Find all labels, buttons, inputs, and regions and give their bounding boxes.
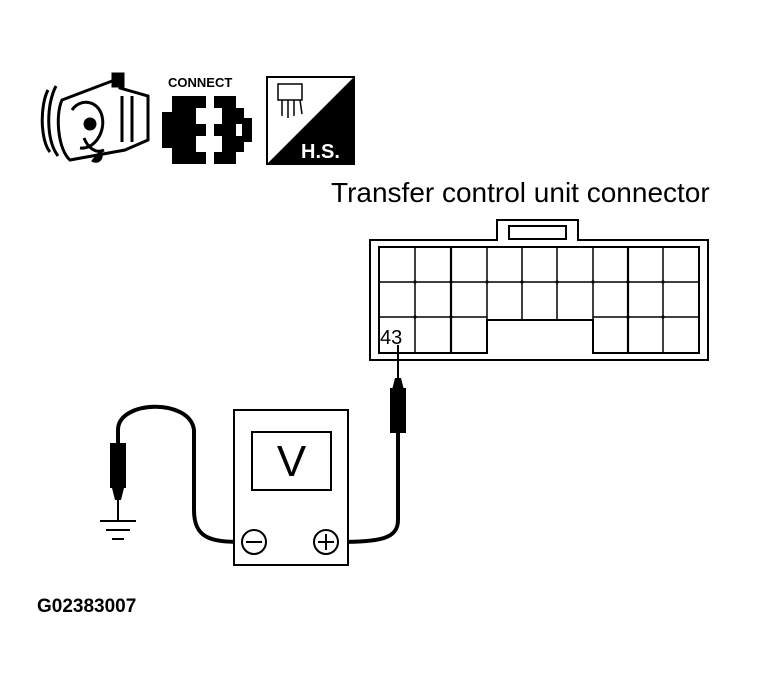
positive-probe <box>390 345 406 445</box>
ground-symbol <box>100 520 136 540</box>
connector-pin-grid <box>379 247 699 353</box>
hs-label: H.S. <box>301 141 340 163</box>
voltmeter-display <box>251 431 332 491</box>
test-leads <box>116 404 400 544</box>
harness-sheet-icon: H.S. <box>266 76 355 165</box>
connect-icon: CONNECT <box>162 75 252 164</box>
ignition-key-icon <box>40 72 150 163</box>
connector-title: Transfer control unit connector <box>331 177 710 208</box>
negative-probe <box>110 443 126 520</box>
voltmeter: V <box>233 409 349 566</box>
connector-face <box>369 219 709 361</box>
voltmeter-symbol: V <box>277 437 307 486</box>
pin-43-label: 43 <box>380 327 402 349</box>
connect-label: CONNECT <box>168 75 232 90</box>
connector-pin-dots <box>413 280 665 319</box>
negative-terminal-icon <box>241 529 267 555</box>
figure-id: G02383007 <box>37 596 136 617</box>
positive-terminal-icon <box>313 529 339 555</box>
